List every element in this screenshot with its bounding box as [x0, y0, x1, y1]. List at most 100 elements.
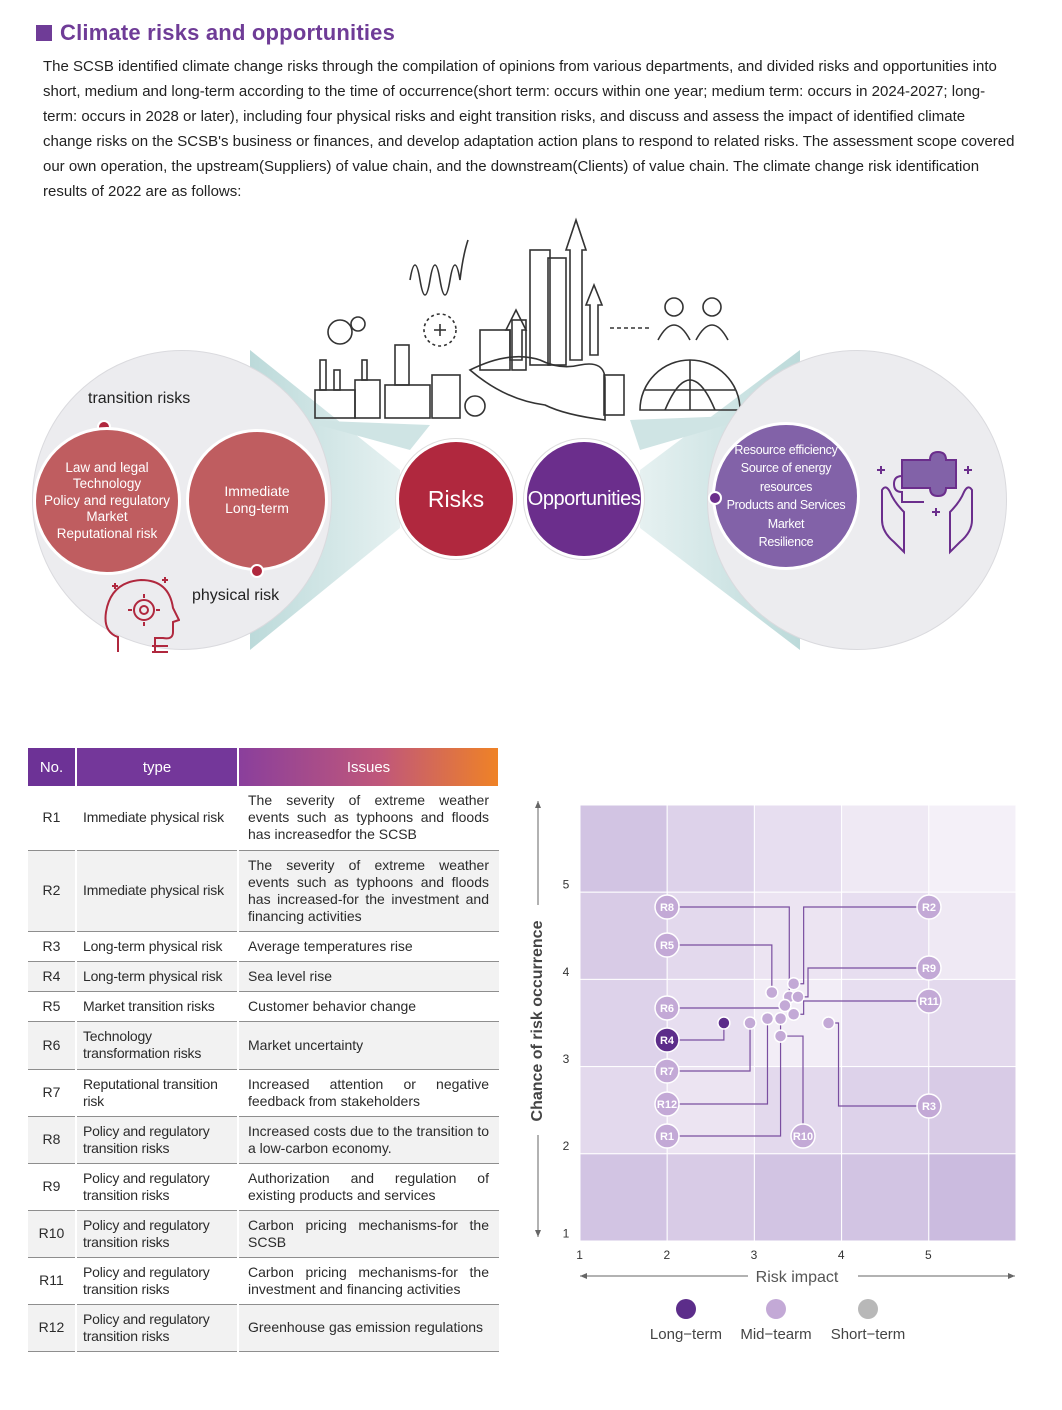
- hands-puzzle-icon: [877, 450, 973, 555]
- risk-label-text: R8: [660, 902, 674, 914]
- x-axis-arrow-left: [580, 1273, 587, 1279]
- row-number: R10: [28, 1210, 77, 1258]
- risk-label-text: R10: [793, 1131, 813, 1143]
- risk-label-text: R9: [922, 963, 936, 975]
- matrix-cell: [579, 891, 668, 980]
- section-heading: Climate risks and opportunities: [36, 20, 395, 46]
- risk-data-point: [786, 977, 801, 991]
- risk-label-text: R7: [660, 1066, 674, 1078]
- risk-label-bubble: [916, 894, 942, 920]
- column-header-issues: Issues: [238, 748, 500, 786]
- matrix-cell: [666, 1153, 755, 1242]
- opportunity-dot: [708, 491, 722, 505]
- risk-label-bubble: [654, 1123, 680, 1149]
- table-row: R2 Immediate physical risk The severity …: [28, 850, 499, 932]
- y-tick-label: 5: [563, 878, 570, 892]
- column-header-type: type: [76, 748, 239, 786]
- row-number: R8: [28, 1116, 77, 1164]
- matrix-cell: [753, 1153, 843, 1242]
- row-issue: Sea level rise: [238, 961, 499, 992]
- matrix-cell: [666, 1066, 755, 1155]
- row-type: Policy and regulatory transition risks: [76, 1304, 239, 1352]
- risk-label-bubble: [916, 955, 942, 981]
- physical-item: Long-term: [225, 500, 289, 516]
- risk-label-text: R12: [657, 1099, 677, 1111]
- risk-connector-line: [679, 1018, 769, 1105]
- row-number: R1: [28, 786, 77, 851]
- section-title: Climate risks and opportunities: [60, 20, 396, 45]
- row-issue: Average temperatures rise: [238, 931, 499, 962]
- opportunities-circle: Opportunities: [524, 439, 644, 559]
- physical-risk-label: physical risk: [192, 587, 280, 604]
- opportunity-item: Resource efficiency: [734, 442, 838, 457]
- matrix-cell: [579, 978, 668, 1068]
- row-type: Policy and regulatory transition risks: [76, 1257, 239, 1305]
- table-row: R4 Long-term physical risk Sea level ris…: [28, 961, 499, 992]
- matrix-cell: [841, 804, 930, 893]
- matrix-cell: [579, 1153, 668, 1242]
- table-row: R1 Immediate physical risk The severity …: [28, 786, 499, 851]
- transition-risks-circle: Law and legal Technology Policy and regu…: [33, 427, 181, 575]
- risk-label-bubble: [654, 995, 680, 1021]
- opportunity-item: Market: [767, 516, 805, 531]
- transition-item: Law and legal: [65, 459, 149, 475]
- risk-label-bubble: [654, 894, 680, 920]
- matrix-cell: [666, 891, 755, 980]
- transition-item: Policy and regulatory: [43, 492, 171, 508]
- y-axis-arrow-up: [535, 801, 541, 808]
- row-number: R6: [28, 1021, 77, 1070]
- column-header-no: No.: [28, 748, 77, 786]
- row-issue: Carbon pricing mechanisms-for the SCSB: [238, 1210, 499, 1258]
- row-type: Long-term physical risk: [76, 931, 239, 962]
- table-row: R11 Policy and regulatory transition ris…: [28, 1257, 499, 1305]
- legend-label: Long−term: [650, 1326, 722, 1343]
- row-number: R4: [28, 961, 77, 992]
- matrix-cell: [753, 804, 843, 893]
- row-type: Immediate physical risk: [76, 850, 239, 932]
- risk-data-point: [773, 1011, 788, 1026]
- y-tick-label: 3: [563, 1052, 570, 1066]
- matrix-cell: [928, 1066, 1017, 1155]
- risk-data-point: [821, 1016, 836, 1030]
- table-header-row: No. type Issues: [28, 748, 500, 786]
- table-row: R8 Policy and regulatory transition risk…: [28, 1116, 499, 1164]
- heading-square-icon: [36, 25, 52, 41]
- row-number: R5: [28, 991, 77, 1022]
- matrix-cell: [841, 1066, 930, 1155]
- risk-label-bubble: [654, 1058, 680, 1084]
- y-tick-label: 4: [563, 965, 570, 979]
- y-axis-label: Chance of risk occurrence: [529, 920, 546, 1121]
- matrix-cell: [666, 978, 755, 1068]
- y-axis-arrow-down: [535, 1230, 541, 1237]
- head-gear-icon: [104, 577, 180, 653]
- row-number: R7: [28, 1069, 77, 1117]
- table-row: R6 Technology transformation risks Marke…: [28, 1021, 499, 1070]
- risk-label-text: R11: [919, 996, 939, 1008]
- risk-label-bubble: [916, 988, 942, 1014]
- row-type: Immediate physical risk: [76, 786, 239, 851]
- table-row: R10 Policy and regulatory transition ris…: [28, 1210, 499, 1258]
- risk-label-bubble: [654, 932, 680, 958]
- x-axis-arrow-right: [1008, 1273, 1015, 1279]
- risk-label-text: R1: [660, 1131, 674, 1143]
- physical-item: Immediate: [224, 483, 290, 499]
- row-number: R9: [28, 1163, 77, 1211]
- risk-data-point: [778, 998, 792, 1013]
- x-tick-label: 2: [663, 1248, 670, 1262]
- row-issue: Authorization and regulation of existing…: [238, 1163, 499, 1211]
- risk-data-point: [717, 1016, 731, 1030]
- row-number: R12: [28, 1304, 77, 1352]
- legend-marker: [858, 1299, 878, 1319]
- transition-item: Technology: [72, 476, 142, 492]
- y-tick-label: 2: [563, 1139, 570, 1153]
- table-row: R9 Policy and regulatory transition risk…: [28, 1163, 499, 1211]
- physical-dot: [250, 564, 264, 578]
- matrix-cell: [841, 891, 930, 980]
- risk-data-point: [765, 985, 779, 1000]
- risk-label-bubble: [790, 1123, 816, 1149]
- legend-marker: [766, 1299, 786, 1319]
- row-type: Long-term physical risk: [76, 961, 239, 992]
- risk-label-text: R5: [660, 940, 674, 952]
- row-issue: Customer behavior change: [238, 991, 499, 1022]
